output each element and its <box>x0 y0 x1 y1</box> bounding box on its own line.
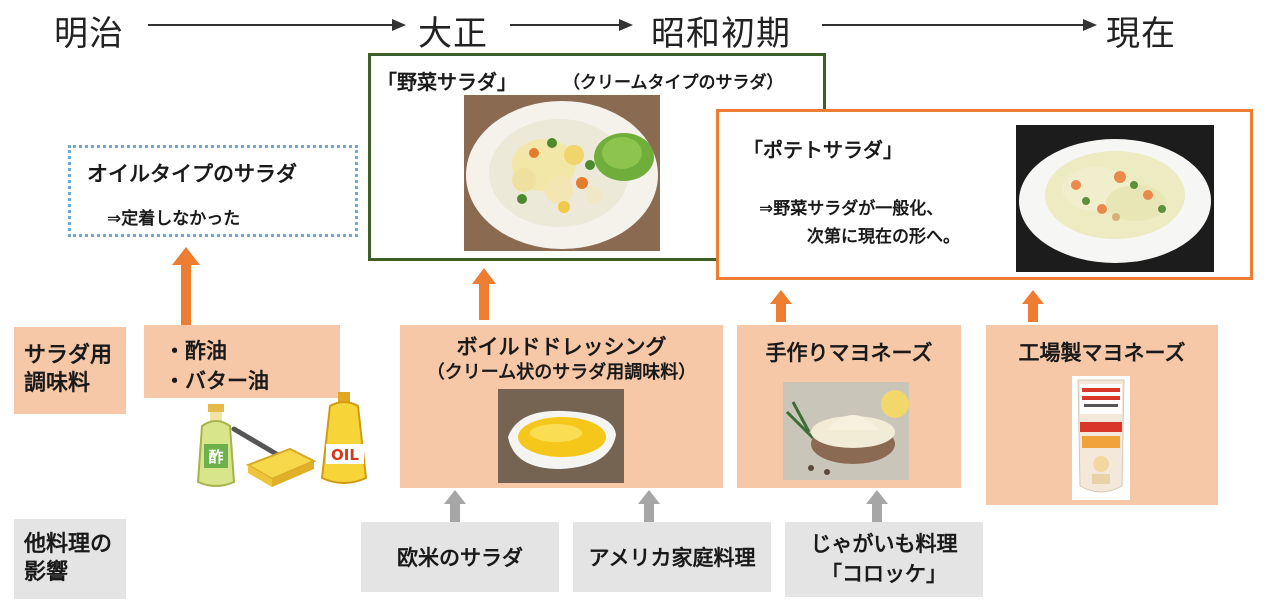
timeline-arrow-2 <box>510 10 635 40</box>
arrow-homemade-up <box>770 290 792 326</box>
potato-salad-title: 「ポテトサラダ」 <box>743 134 903 163</box>
seasoning-oil-line1: ・酢油 <box>164 335 227 365</box>
oil-bottle-illustration: OIL <box>316 392 372 492</box>
influence-western-label: 欧米のサラダ <box>361 544 559 572</box>
potato-salad-line2: 次第に現在の形へ。 <box>807 222 960 247</box>
row-label-influence: 他料理の 影響 <box>14 519 126 599</box>
potato-salad-photo <box>1016 125 1214 272</box>
potato-salad-box: 「ポテトサラダ」 ⇒野菜サラダが一般化、 次第に現在の形へ。 <box>716 109 1253 280</box>
boiled-dressing-photo <box>498 389 624 483</box>
seasoning-homemade-box: 手作りマヨネーズ <box>737 325 961 488</box>
timeline-arrow-3 <box>822 10 1102 40</box>
homemade-mayo-photo <box>783 382 909 480</box>
era-taisho: 大正 <box>418 6 488 55</box>
influence-potato-line1: じゃがいも料理 <box>785 530 983 558</box>
potato-salad-line1: ⇒野菜サラダが一般化、 <box>759 194 943 219</box>
oil-bottle-label: OIL <box>331 446 359 464</box>
influence-western-box: 欧米のサラダ <box>361 522 559 592</box>
vegetable-salad-photo <box>464 95 660 251</box>
influence-potato-line2: 「コロッケ」 <box>785 560 983 588</box>
factory-mayo-photo <box>1072 376 1130 500</box>
oil-salad-box: オイルタイプのサラダ ⇒定着しなかった <box>68 145 358 237</box>
arrow-factory-up <box>1022 290 1044 326</box>
influence-potato-box: じゃがいも料理 「コロッケ」 <box>785 522 983 597</box>
row-label-seasoning: サラダ用 調味料 <box>14 327 126 414</box>
seasoning-oil-line2: ・バター油 <box>164 365 269 395</box>
timeline-arrow-1 <box>148 10 408 40</box>
influence-american-box: アメリカ家庭料理 <box>573 522 771 592</box>
era-meiji: 明治 <box>54 6 124 55</box>
seasoning-homemade-label: 手作りマヨネーズ <box>737 339 961 367</box>
vinegar-label: 酢 <box>208 448 223 466</box>
arrow-boiled-up <box>472 268 496 324</box>
vegetable-salad-subtitle: （クリームタイプのサラダ） <box>563 68 784 93</box>
era-showa: 昭和初期 <box>651 6 791 55</box>
butter-illustration <box>230 425 316 491</box>
influence-american-label: アメリカ家庭料理 <box>573 544 771 572</box>
seasoning-boiled-line1: ボイルドドレッシング <box>400 333 723 361</box>
era-present: 現在 <box>1106 6 1176 55</box>
arrow-oil-up <box>172 247 200 329</box>
seasoning-boiled-box: ボイルドドレッシング （クリーム状のサラダ用調味料） <box>400 325 723 488</box>
seasoning-boiled-line2: （クリーム状のサラダ用調味料） <box>400 359 723 387</box>
vegetable-salad-title: 「野菜サラダ」 <box>377 66 517 95</box>
seasoning-oil-box: ・酢油 ・バター油 <box>144 325 340 398</box>
seasoning-factory-label: 工場製マヨネーズ <box>986 339 1218 367</box>
oil-salad-note: ⇒定着しなかった <box>107 204 240 229</box>
seasoning-factory-box: 工場製マヨネーズ <box>986 325 1218 505</box>
oil-salad-title: オイルタイプのサラダ <box>87 158 297 188</box>
